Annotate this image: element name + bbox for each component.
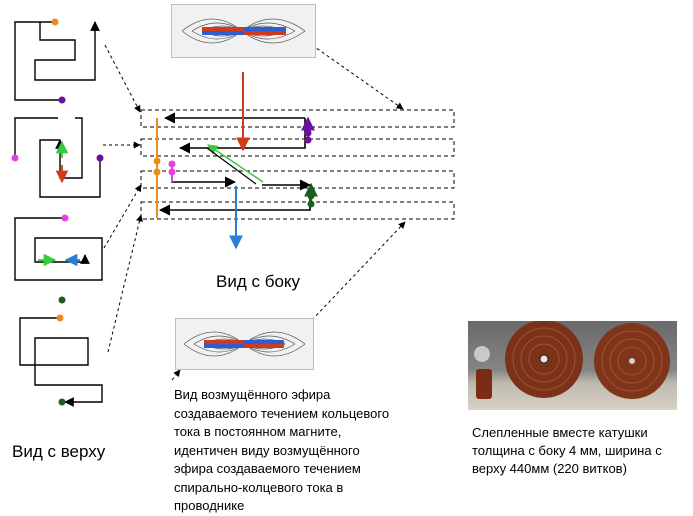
dot-magenta [61,214,69,222]
field-caption-line: проводнике [174,498,245,513]
pointer-bottom-image-to-band [311,221,406,321]
side-view-dots [153,129,315,208]
field-caption-line: создаваемого течением кольцевого [174,405,390,421]
top-view-spirals [14,22,103,407]
field-caption-line: спирально-колцевого тока в [174,479,344,495]
side-view-bands [140,109,455,220]
pointer-spiral1-to-band1 [104,44,141,113]
coil-left [505,321,583,398]
top-view-colored-arrows [38,140,80,267]
pointer-top-image-to-band [311,44,404,110]
layer-band-3 [140,170,455,189]
dot-orange [153,157,161,165]
coil-caption: Слепленные вместе катушки толщина с боку… [472,424,687,478]
dot-purple [58,96,66,104]
field-caption-line: тока в постоянном магните, [174,424,342,439]
magnetic-field-image-bottom [175,318,314,370]
dot-purple [96,154,104,162]
black-diagonal-arrow [206,147,257,185]
dot-magenta [11,154,19,162]
layer-band-4 [140,201,455,220]
dot-orange [153,168,161,176]
dot-magenta [168,168,176,176]
dot-purple [304,129,312,137]
spiral-layer-4 [19,317,103,407]
top-view-dots [11,18,104,406]
layer-band-2 [140,138,455,157]
field-caption-line: идентичен виду возмущённого [174,442,360,458]
dot-dark-green [58,296,66,304]
coil-caption-line: Слепленные вместе катушки [472,425,648,440]
dot-magenta [168,160,176,168]
field-caption: Вид возмущённого эфира создаваемого тече… [174,386,414,516]
green-diagonal-arrow [207,144,264,183]
field-caption-line: эфира создаваемого течением [174,461,361,476]
spiral-layer-3 [14,217,103,281]
layer-band-1 [140,109,455,128]
dot-dark-green [307,192,315,200]
dashed-pointer-arrows [103,44,406,381]
spiral-layer-1 [14,22,95,101]
current-arrow-layer-3 [171,165,237,188]
dot-dark-green [307,200,315,208]
dot-purple [304,136,312,144]
dot-orange [51,18,59,26]
pointer-spiral4-to-band4 [107,214,143,353]
dot-dark-green [58,398,66,406]
dot-orange [56,314,64,322]
coils-photo [468,321,677,410]
side-view-connections [156,72,318,250]
coil-right [594,323,670,399]
coil-caption-line: верху 440мм (220 витков) [472,461,627,476]
field-caption-line: Вид возмущённого эфира [174,387,331,402]
magnetic-field-image-top [171,4,316,58]
pointer-spiral3-to-band3 [103,184,142,249]
coil-caption-line: толщина с боку 4 мм, ширина с [472,443,662,458]
top-view-label: Вид с верху [12,442,106,461]
spiral-layer-2 [14,117,101,198]
side-view-label: Вид с боку [216,272,301,291]
pointer-caption-to-bottom-image [171,369,181,381]
